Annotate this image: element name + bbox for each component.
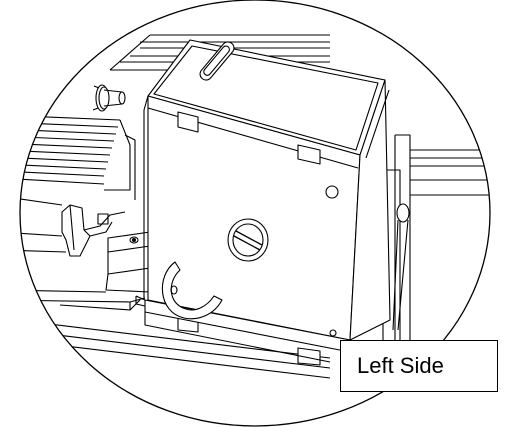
right-rail-post [382,134,490,340]
detail-circle-outline [19,0,491,427]
left-side-callout-box: Left Side [340,340,498,392]
shaft-pin [92,84,126,112]
slotted-screw [227,218,269,262]
left-side-label: Left Side [357,353,444,378]
base-plate [20,231,151,311]
curved-slot [161,261,223,320]
left-rail-assembly [20,114,136,257]
enclosure-box [135,39,391,366]
